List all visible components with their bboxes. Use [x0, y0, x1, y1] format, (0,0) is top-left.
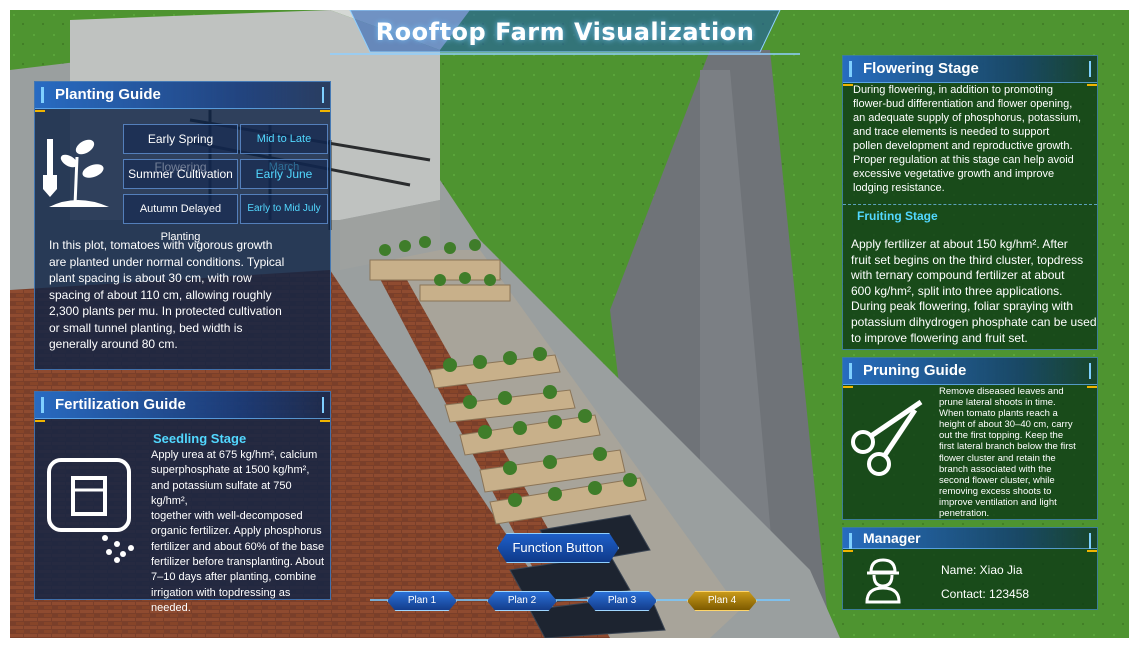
planting-season-label: Early Spring Flowering	[123, 124, 238, 174]
flowering-stage-panel: Flowering Stage During flowering, in add…	[842, 55, 1098, 350]
fertilization-guide-panel: Fertilization Guide Seedling Stage Apply…	[34, 391, 331, 614]
fruiting-stage-title: Fruiting Stage	[857, 209, 938, 223]
flowering-stage-title: Flowering Stage	[863, 60, 979, 77]
planting-row: Autumn Delayed Planting Early to Mid Jul…	[123, 194, 328, 243]
corner-accent	[320, 420, 330, 422]
title-banner: Rooftop Farm Visualization	[330, 10, 800, 60]
planting-row: Early Spring Flowering Mid to Late March	[123, 124, 328, 174]
panel-header: Manager	[843, 528, 1097, 549]
plan-1-tab[interactable]: Plan 1	[387, 591, 457, 611]
fertilizer-bag-icon	[43, 456, 143, 571]
pruning-guide-panel: Pruning Guide Remove diseased leaves and…	[842, 357, 1098, 520]
pruning-guide-text: Remove diseased leaves and prune lateral…	[939, 386, 1076, 520]
corner-accent	[843, 386, 853, 388]
panel-header: Flowering Stage	[843, 56, 1097, 83]
title-banner-frame	[330, 10, 800, 55]
corner-accent	[843, 84, 853, 86]
page-title: Rooftop Farm Visualization	[375, 18, 755, 46]
corner-accent	[1087, 550, 1097, 552]
panel-header: Fertilization Guide	[35, 392, 330, 419]
corner-accent	[35, 420, 45, 422]
worker-helmet-icon	[863, 556, 903, 609]
fertilization-guide-text: Apply urea at 675 kg/hm², calcium superp…	[151, 449, 325, 614]
planting-row: Summer Cultivation Early June	[123, 159, 328, 189]
flowering-stage-text: During flowering, in addition to promoti…	[853, 84, 1082, 194]
manager-panel: Manager Name: Xiao Jia Contact: 123458	[842, 527, 1098, 610]
manager-title: Manager	[863, 530, 921, 546]
planting-guide-text: In this plot, tomatoes with vigorous gro…	[49, 238, 285, 351]
planting-guide-panel: Planting Guide Early Spring Flowering Mi…	[34, 81, 331, 370]
divider	[843, 204, 1097, 205]
planting-guide-title: Planting Guide	[55, 86, 161, 103]
manager-contact: Contact: 123458	[941, 587, 1030, 601]
plan-2-tab[interactable]: Plan 2	[487, 591, 557, 611]
corner-accent	[320, 110, 330, 112]
plan-4-tab[interactable]: Plan 4	[687, 591, 757, 611]
fertilization-guide-title: Fertilization Guide	[55, 396, 186, 413]
seedling-shovel-icon	[41, 127, 113, 220]
planting-season-date: Early June	[240, 159, 328, 189]
panel-header: Planting Guide	[35, 82, 330, 109]
corner-accent	[35, 110, 45, 112]
scissors-icon	[849, 398, 929, 485]
planting-season-label: Autumn Delayed Planting	[123, 194, 238, 243]
panel-header: Pruning Guide	[843, 358, 1097, 385]
pruning-guide-title: Pruning Guide	[863, 362, 967, 379]
corner-accent	[1087, 386, 1097, 388]
plan-3-tab[interactable]: Plan 3	[587, 591, 657, 611]
plan-tabs-rail	[370, 599, 790, 601]
fruiting-stage-text: Apply fertilizer at about 150 kg/hm². Af…	[851, 237, 1097, 345]
seedling-stage-title: Seedling Stage	[153, 431, 247, 446]
corner-accent	[1087, 84, 1097, 86]
function-button[interactable]: Function Button	[497, 533, 619, 563]
planting-season-date: Mid to Late March	[240, 124, 328, 173]
planting-season-label: Summer Cultivation	[123, 159, 238, 189]
planting-season-date: Early to Mid July	[240, 194, 328, 224]
corner-accent	[843, 550, 853, 552]
manager-name: Name: Xiao Jia	[941, 563, 1023, 577]
